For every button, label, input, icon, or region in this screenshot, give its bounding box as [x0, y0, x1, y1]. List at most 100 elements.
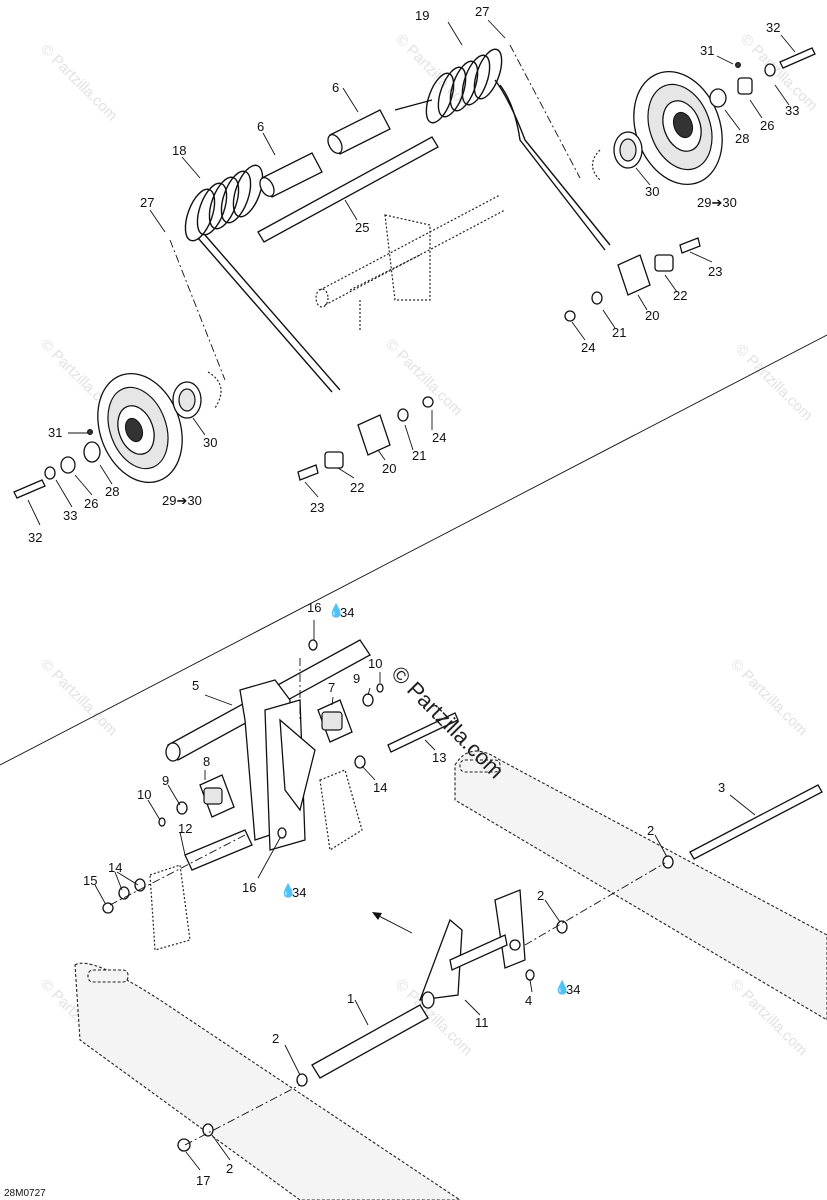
callout-22: 22 — [673, 288, 687, 303]
direction-arrow — [372, 912, 413, 934]
spring-18 — [184, 164, 341, 393]
bushing-6-right — [327, 109, 391, 155]
block-20-left — [297, 396, 434, 481]
watermark-text: © Partzilla.com — [732, 341, 815, 424]
callout-20: 20 — [645, 308, 659, 323]
watermark-text: © Partzilla.com — [392, 31, 475, 114]
block-7 — [317, 699, 353, 743]
callout-24: 24 — [432, 430, 446, 445]
callout-31: 31 — [700, 43, 714, 58]
callout-16: 16 — [307, 600, 321, 615]
block-20-right — [564, 237, 701, 322]
leader-lines — [27, 19, 796, 1171]
rod-25 — [257, 136, 439, 243]
watermark-text: © Partzilla.com — [37, 41, 120, 124]
bearing-30-left — [172, 371, 222, 419]
callout-labels: 19 27 32 31 6 33 26 6 28 18 30 29➔30 27 … — [28, 4, 799, 1188]
callout-17: 17 — [196, 1173, 210, 1188]
watermark-overlay: © Partzilla.com — [386, 661, 509, 784]
section-divider — [0, 334, 827, 766]
bearing-30-right — [591, 131, 643, 181]
callout-14: 14 — [108, 860, 122, 875]
callout-28: 28 — [735, 131, 749, 146]
callout-26: 26 — [760, 118, 774, 133]
callout-8: 8 — [203, 754, 210, 769]
callout-33: 33 — [63, 508, 77, 523]
callout-34: 34 — [340, 605, 354, 620]
pin-13 — [387, 712, 459, 753]
callout-32: 32 — [766, 20, 780, 35]
callout-19: 19 — [415, 8, 429, 23]
callout-5: 5 — [192, 678, 199, 693]
watermark-text: © Partzilla.com — [382, 336, 465, 419]
watermark-text: © Partzilla.com — [727, 656, 810, 739]
callout-15: 15 — [83, 873, 97, 888]
callout-31: 31 — [48, 425, 62, 440]
spring-19 — [394, 48, 611, 251]
callout-9: 9 — [353, 671, 360, 686]
callout-3: 3 — [718, 780, 725, 795]
callout-7: 7 — [328, 680, 335, 695]
tube-12 — [184, 829, 253, 871]
callout-6: 6 — [257, 119, 264, 134]
callout-25: 25 — [355, 220, 369, 235]
idler-wheel-left — [97, 372, 183, 484]
bracket-ghost — [149, 769, 363, 951]
hardware-right-stack — [709, 47, 816, 108]
callout-2: 2 — [272, 1031, 279, 1046]
axis-line — [509, 44, 581, 179]
small-hardware — [102, 639, 674, 1152]
callout-30: 30 — [203, 435, 217, 450]
callout-10: 10 — [137, 787, 151, 802]
callout-26: 26 — [84, 496, 98, 511]
callout-21: 21 — [412, 448, 426, 463]
callout-21: 21 — [612, 325, 626, 340]
axis-line — [524, 862, 666, 946]
hardware-left-stack — [13, 429, 101, 499]
callout-29-30: 29➔30 — [697, 195, 737, 210]
block-8 — [199, 774, 235, 818]
bracket-11 — [419, 889, 526, 1009]
bushing-6-left — [259, 152, 323, 198]
callout-18: 18 — [172, 143, 186, 158]
callout-1: 1 — [347, 991, 354, 1006]
callout-16: 16 — [242, 880, 256, 895]
lube-drop-icon: 💧 — [328, 603, 344, 618]
idler-wheel-right — [633, 70, 723, 186]
callout-29-30: 29➔30 — [162, 493, 202, 508]
axis-line — [184, 1084, 301, 1146]
callout-11: 11 — [475, 1015, 489, 1030]
callout-2: 2 — [226, 1161, 233, 1176]
watermark-text: © Partzilla.com — [37, 656, 120, 739]
callout-23: 23 — [708, 264, 722, 279]
callout-2: 2 — [537, 888, 544, 903]
callout-22: 22 — [350, 480, 364, 495]
callout-12: 12 — [178, 821, 192, 836]
rail-right — [454, 750, 827, 1021]
callout-28: 28 — [105, 484, 119, 499]
callout-33: 33 — [785, 103, 799, 118]
rail-left — [74, 962, 461, 1200]
callout-34: 34 — [292, 885, 306, 900]
callout-34: 34 — [566, 982, 580, 997]
callout-32: 32 — [28, 530, 42, 545]
lube-drop-icon: 💧 — [280, 883, 296, 898]
drawing-code: 28M0727 — [4, 1188, 46, 1199]
cross-shaft-1 — [311, 1004, 429, 1079]
lube-drop-icon: 💧 — [554, 980, 570, 995]
axis-line — [109, 834, 246, 906]
arm-assembly — [239, 679, 316, 851]
callout-14: 14 — [373, 780, 387, 795]
watermark-text: © Partzilla.com — [737, 31, 820, 114]
callout-27: 27 — [475, 4, 489, 19]
callout-27: 27 — [140, 195, 154, 210]
callout-9: 9 — [162, 773, 169, 788]
callout-6: 6 — [332, 80, 339, 95]
callout-10: 10 — [368, 656, 382, 671]
callout-20: 20 — [382, 461, 396, 476]
callout-2: 2 — [647, 823, 654, 838]
axis-line — [169, 239, 226, 381]
callout-23: 23 — [310, 500, 324, 515]
rod-3 — [689, 784, 823, 860]
